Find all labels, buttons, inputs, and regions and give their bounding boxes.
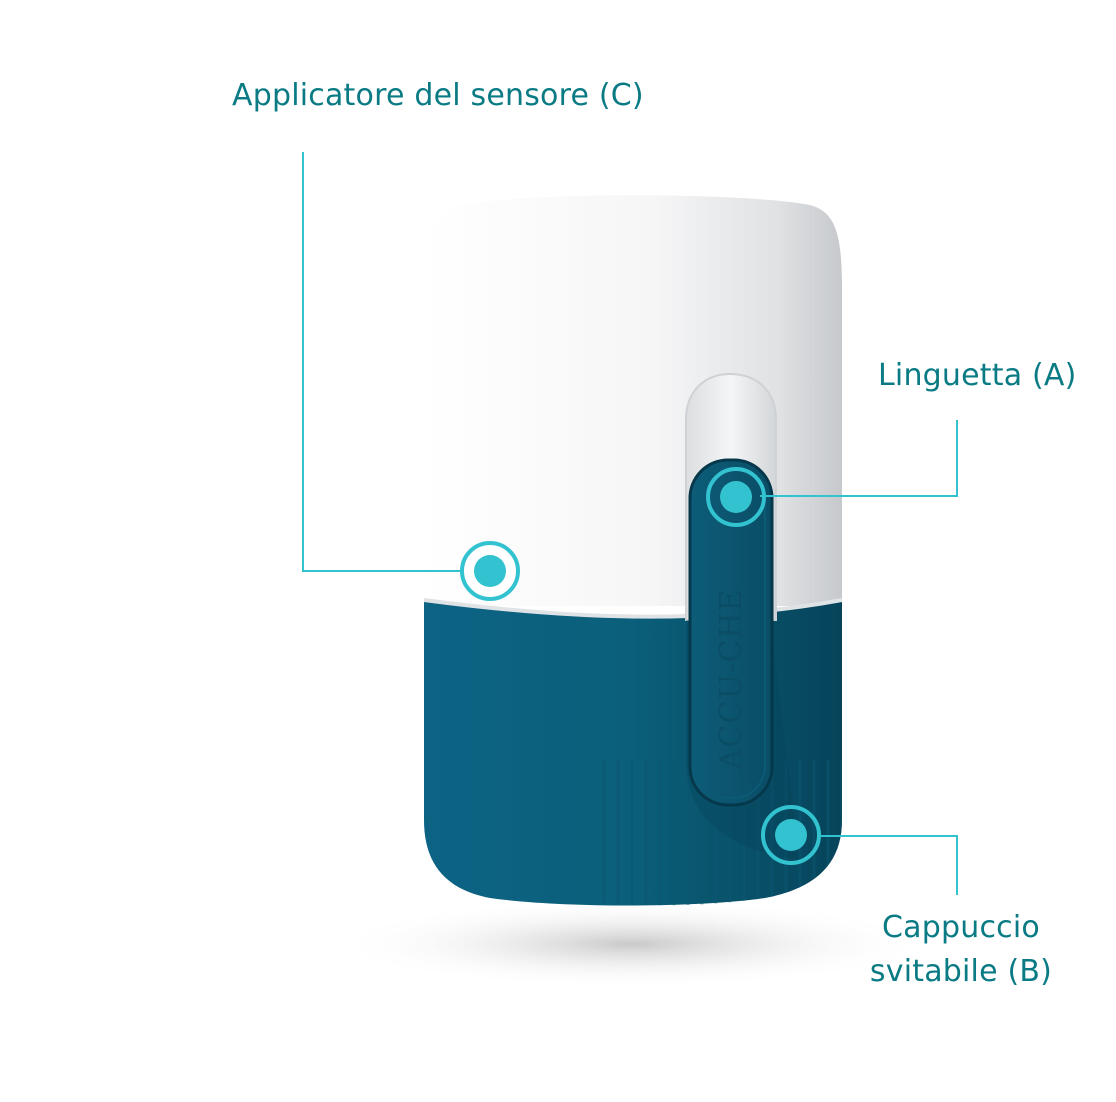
cap-seam [423, 598, 843, 619]
brand-text: ACCU-CHE [714, 589, 749, 771]
floor-shadow [332, 900, 932, 988]
tab [688, 458, 774, 807]
marker-applicator [460, 541, 520, 601]
callout-line-tab [760, 420, 958, 497]
callout-line-applicator [302, 152, 466, 572]
marker-tab [706, 467, 766, 527]
cap-label: Cappuccio svitabile (B) [854, 906, 1068, 994]
cap-ribs [600, 760, 842, 906]
cap-label-line1: Cappuccio [882, 910, 1040, 945]
applicator-label: Applicatore del sensore (C) [232, 78, 644, 113]
cap-label-line2: svitabile (B) [869, 954, 1053, 989]
marker-cap [761, 805, 821, 865]
tab-label: Linguetta (A) [878, 358, 1077, 393]
callout-line-cap [818, 835, 958, 895]
